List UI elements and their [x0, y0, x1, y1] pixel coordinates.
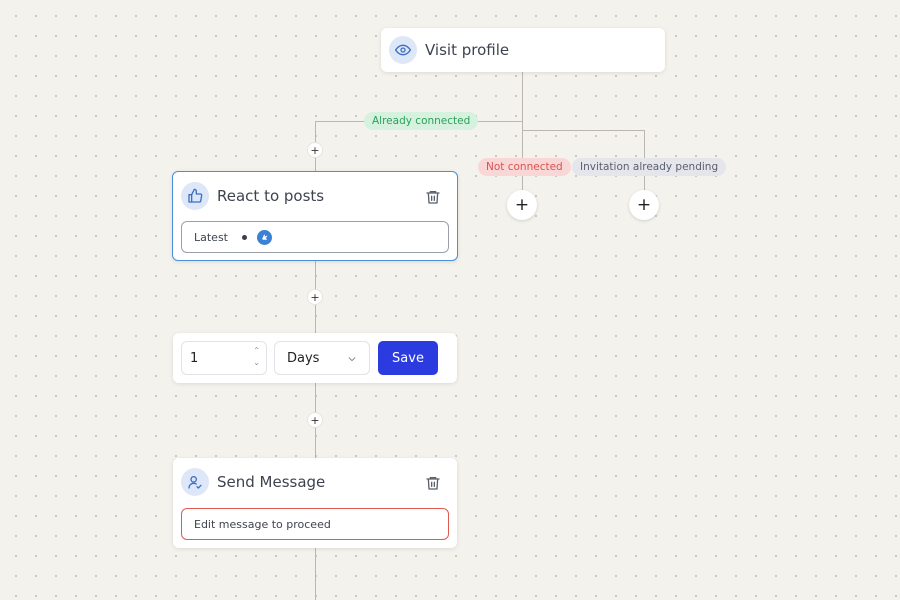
add-step-button-not-connected[interactable]: +	[507, 190, 537, 220]
chevron-down-icon	[347, 353, 357, 368]
branch-already-connected-badge: Already connected	[364, 112, 479, 130]
branch-not-connected-badge: Not connected	[478, 158, 571, 176]
separator-dot	[242, 234, 247, 240]
delete-message-node-icon[interactable]	[425, 474, 441, 492]
edit-message-hint: Edit message to proceed	[194, 517, 331, 531]
eye-icon	[389, 36, 417, 64]
clap-reaction-icon	[257, 229, 272, 245]
thumbs-up-icon	[181, 182, 209, 210]
react-to-posts-node[interactable]: React to posts Latest	[172, 171, 458, 261]
delay-value-input[interactable]: 1 ⌃ ⌄	[181, 341, 267, 375]
stepper-down-icon[interactable]: ⌄	[253, 358, 260, 367]
add-step-button-after-react[interactable]: +	[308, 290, 322, 304]
reaction-option-field[interactable]: Latest	[181, 221, 449, 253]
connector-pending-branch	[522, 130, 644, 131]
edit-message-field[interactable]: Edit message to proceed	[181, 508, 449, 540]
stepper-up-icon[interactable]: ⌃	[253, 346, 260, 355]
add-step-button-after-delay[interactable]: +	[308, 413, 322, 427]
delay-node: 1 ⌃ ⌄ Days Save	[173, 333, 457, 383]
add-step-button-connected[interactable]: +	[308, 143, 322, 157]
react-to-posts-title: React to posts	[217, 187, 325, 205]
stepper-arrows-icon[interactable]: ⌃ ⌄	[253, 345, 260, 369]
send-message-title: Send Message	[217, 473, 326, 491]
delete-react-node-icon[interactable]	[425, 188, 441, 206]
add-step-button-pending[interactable]: +	[629, 190, 659, 220]
visit-profile-title: Visit profile	[425, 41, 510, 59]
connector-root-down	[522, 72, 523, 130]
send-message-node[interactable]: Send Message Edit message to proceed	[173, 458, 457, 548]
user-check-icon	[181, 468, 209, 496]
save-button[interactable]: Save	[378, 341, 438, 375]
connector-message-down	[315, 548, 316, 600]
delay-value: 1	[190, 350, 199, 366]
delay-unit-value: Days	[287, 350, 320, 366]
visit-profile-node[interactable]: Visit profile	[381, 28, 665, 72]
reaction-option-label: Latest	[194, 230, 228, 244]
delay-unit-select[interactable]: Days	[274, 341, 370, 375]
branch-invitation-pending-badge: Invitation already pending	[572, 158, 727, 176]
